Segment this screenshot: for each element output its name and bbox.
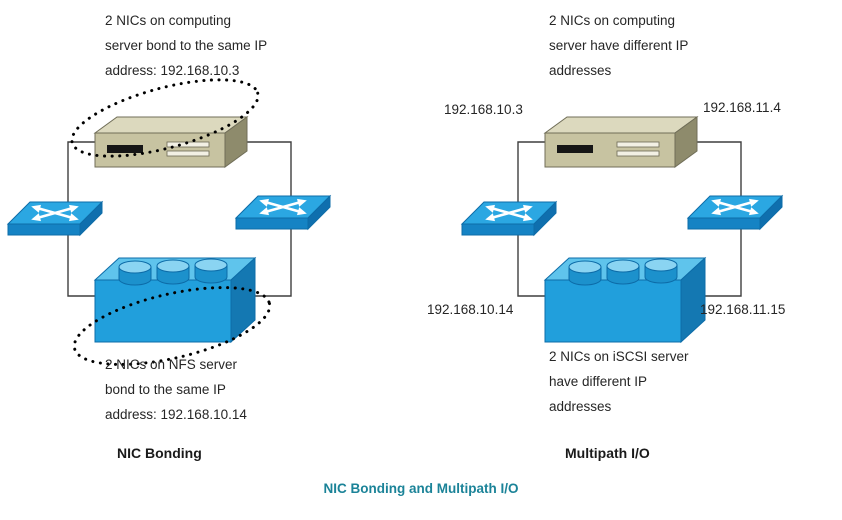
- network-switch-icon: [686, 194, 784, 231]
- nic-bonding-bottom-note: 2 NICs on NFS server bond to the same IP…: [105, 352, 247, 427]
- ip-label-storage-left: 192.168.10.14: [427, 302, 514, 317]
- ip-label-storage-right: 192.168.11.15: [700, 302, 786, 317]
- storage-server-icon: [544, 257, 706, 343]
- note-line: 2 NICs on iSCSI server: [549, 349, 689, 364]
- computing-server-icon: [544, 116, 698, 168]
- note-line: have different IP: [549, 374, 648, 389]
- note-line: bond to the same IP: [105, 382, 226, 397]
- multipath-title: Multipath I/O: [565, 445, 650, 461]
- storage-server-icon: [94, 257, 256, 343]
- nic-bonding-top-note: 2 NICs on computing server bond to the s…: [105, 8, 267, 83]
- note-line: 2 NICs on computing: [549, 13, 676, 28]
- note-line: server have different IP: [549, 38, 689, 53]
- network-switch-icon: [234, 194, 332, 231]
- network-switch-icon: [6, 200, 104, 237]
- note-line: addresses: [549, 63, 612, 78]
- ip-label-computing-left: 192.168.10.3: [444, 102, 523, 117]
- ip-label-computing-right: 192.168.11.4: [703, 100, 781, 115]
- note-line: server bond to the same IP: [105, 38, 268, 53]
- note-line: 2 NICs on NFS server: [105, 357, 238, 372]
- note-line: address: 192.168.10.14: [105, 407, 247, 422]
- figure-caption: NIC Bonding and Multipath I/O: [323, 481, 519, 496]
- note-line: address: 192.168.10.3: [105, 63, 240, 78]
- dotted-bond-ellipse-top: [70, 78, 260, 158]
- multipath-top-note: 2 NICs on computing server have differen…: [549, 8, 688, 83]
- note-line: addresses: [549, 399, 612, 414]
- multipath-bottom-note: 2 NICs on iSCSI server have different IP…: [549, 344, 689, 419]
- nic-bonding-title: NIC Bonding: [117, 445, 202, 461]
- dotted-bond-ellipse-bottom: [72, 286, 272, 366]
- network-switch-icon: [460, 200, 558, 237]
- computing-server-icon: [94, 116, 248, 168]
- note-line: 2 NICs on computing: [105, 13, 232, 28]
